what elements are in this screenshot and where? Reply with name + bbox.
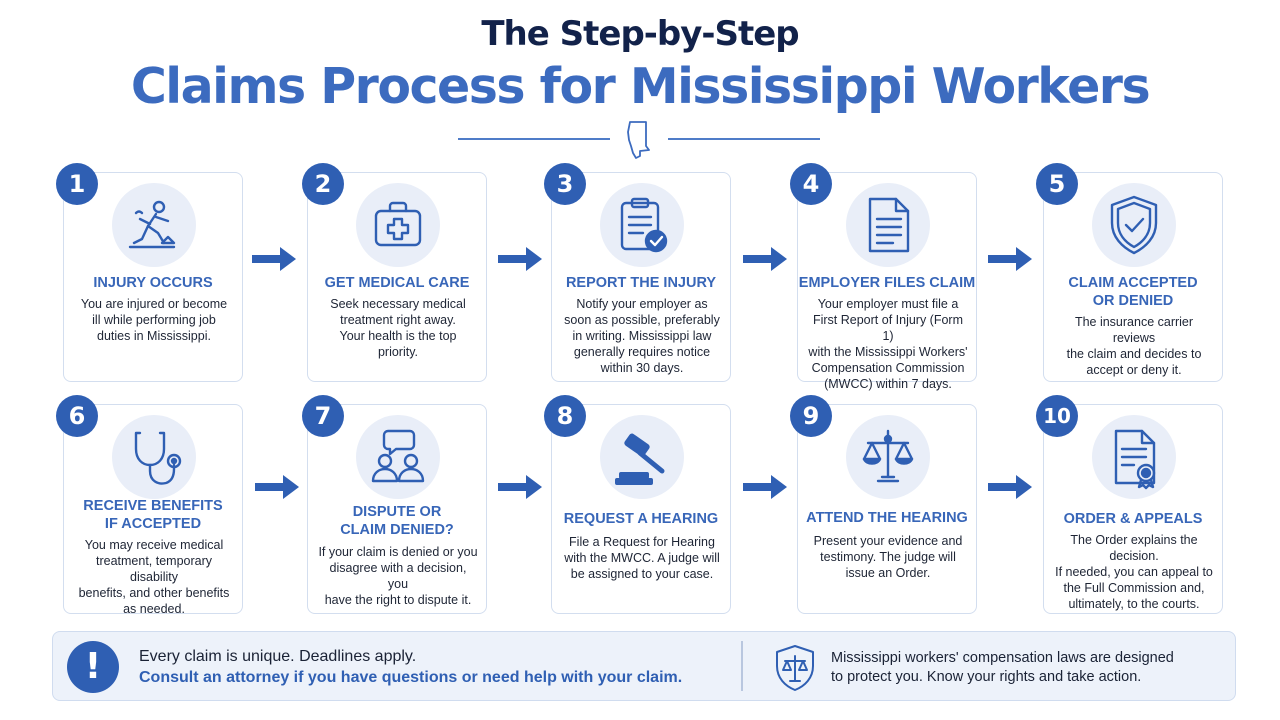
footer-line2: Consult an attorney if you have question… xyxy=(139,669,683,686)
certificate-icon xyxy=(1092,415,1176,499)
people-dispute-icon xyxy=(356,415,440,499)
step-description: You may receive medical treatment, tempo… xyxy=(78,538,230,616)
step-description: The Order explains the decision. If need… xyxy=(1055,533,1213,611)
title-divider-right xyxy=(668,138,820,140)
arrow-right-icon xyxy=(252,247,296,271)
footer-notice: ! Every claim is unique. Deadlines apply… xyxy=(52,631,1236,701)
footer-right-text: Mississippi workers' compensation laws a… xyxy=(831,650,1174,685)
step-title: EMPLOYER FILES CLAIM xyxy=(798,275,976,291)
clipboard-check-icon xyxy=(600,183,684,267)
slip-fall-icon xyxy=(112,183,196,267)
arrow-right-icon xyxy=(988,247,1032,271)
step-number-badge: 6 xyxy=(56,395,98,437)
step-description: Seek necessary medical treatment right a… xyxy=(330,297,466,359)
step-description: Your employer must file a First Report o… xyxy=(808,297,968,391)
step-description: If your claim is denied or you disagree … xyxy=(318,545,478,607)
arrow-right-icon xyxy=(255,475,299,499)
step-number-badge: 8 xyxy=(544,395,586,437)
arrow-right-icon xyxy=(498,247,542,271)
step-description: Present your evidence and testimony. The… xyxy=(813,534,963,580)
stethoscope-icon xyxy=(112,415,196,499)
step-card-1: INJURY OCCURS You are injured or become … xyxy=(63,172,243,382)
step-title: ATTEND THE HEARING xyxy=(806,510,968,526)
step-title: ORDER & APPEALS xyxy=(1063,511,1203,527)
step-number-badge: 2 xyxy=(302,163,344,205)
step-card-9: ATTEND THE HEARING Present your evidence… xyxy=(797,404,977,614)
title-divider-left xyxy=(458,138,610,140)
gavel-icon xyxy=(600,415,684,499)
document-icon xyxy=(846,183,930,267)
step-card-5: CLAIM ACCEPTED OR DENIED The insurance c… xyxy=(1043,172,1223,382)
step-number-badge: 10 xyxy=(1036,395,1078,437)
exclamation-icon: ! xyxy=(67,641,119,693)
arrow-right-icon xyxy=(743,247,787,271)
step-description: The insurance carrier reviews the claim … xyxy=(1066,315,1202,377)
step-description: File a Request for Hearing with the MWCC… xyxy=(564,535,720,581)
step-title: REQUEST A HEARING xyxy=(563,511,719,527)
step-number-badge: 7 xyxy=(302,395,344,437)
scales-icon xyxy=(846,415,930,499)
step-number-badge: 9 xyxy=(790,395,832,437)
step-title: DISPUTE OR CLAIM DENIED? xyxy=(340,504,454,538)
footer-line1: Every claim is unique. Deadlines apply. xyxy=(139,648,417,665)
step-card-10: ORDER & APPEALS The Order explains the d… xyxy=(1043,404,1223,614)
step-title: REPORT THE INJURY xyxy=(565,275,717,291)
arrow-right-icon xyxy=(988,475,1032,499)
arrow-right-icon xyxy=(743,475,787,499)
page-title-line1: The Step-by-Step xyxy=(481,14,799,54)
step-title: CLAIM ACCEPTED OR DENIED xyxy=(1068,275,1198,309)
step-card-6: RECEIVE BENEFITS IF ACCEPTED You may rec… xyxy=(63,404,243,616)
medical-kit-icon xyxy=(356,183,440,267)
step-number-badge: 5 xyxy=(1036,163,1078,205)
step-number-badge: 4 xyxy=(790,163,832,205)
step-title: INJURY OCCURS xyxy=(93,275,213,291)
step-card-2: GET MEDICAL CARE Seek necessary medical … xyxy=(307,172,487,382)
step-number-badge: 3 xyxy=(544,163,586,205)
step-description: You are injured or become ill while perf… xyxy=(80,297,228,343)
step-description: Notify your employer as soon as possible… xyxy=(564,297,720,375)
step-card-8: REQUEST A HEARING File a Request for Hea… xyxy=(551,404,731,614)
page-title-line2: Claims Process for Mississippi Workers xyxy=(130,58,1151,115)
step-card-4: EMPLOYER FILES CLAIM Your employer must … xyxy=(797,172,977,391)
mississippi-state-icon xyxy=(627,121,650,159)
step-card-7: DISPUTE OR CLAIM DENIED? If your claim i… xyxy=(307,404,487,614)
shield-check-icon xyxy=(1092,183,1176,267)
shield-scales-icon xyxy=(776,645,814,691)
arrow-right-icon xyxy=(498,475,542,499)
footer-divider xyxy=(741,641,743,691)
step-title: GET MEDICAL CARE xyxy=(324,275,470,291)
step-title: RECEIVE BENEFITS IF ACCEPTED xyxy=(83,498,223,532)
step-number-badge: 1 xyxy=(56,163,98,205)
step-card-3: REPORT THE INJURY Notify your employer a… xyxy=(551,172,731,382)
